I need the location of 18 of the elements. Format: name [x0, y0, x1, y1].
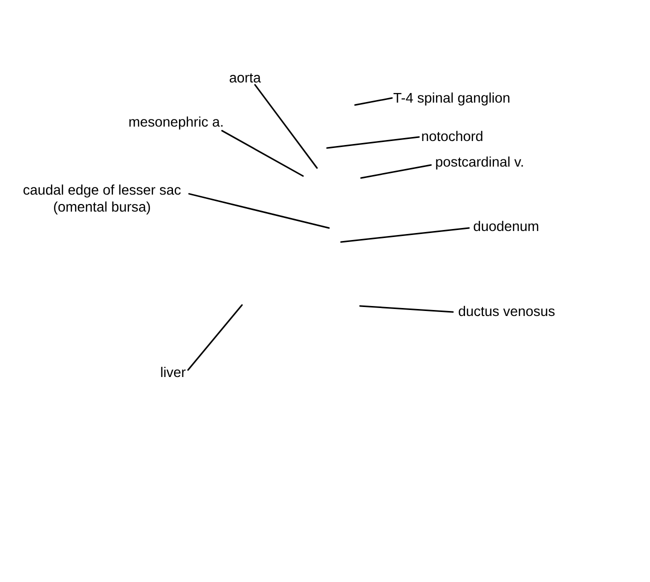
leader-line	[354, 97, 393, 106]
part-label: liver	[161, 366, 186, 378]
leader-line	[340, 227, 470, 243]
leader-line	[360, 164, 432, 179]
part-label: mesonephric a.	[129, 116, 222, 130]
leader-line	[187, 304, 243, 371]
part-label: postcardinal v.	[436, 156, 523, 170]
leader-line	[188, 193, 330, 229]
part-label: caudal edge of lesser sac (omental bursa)	[24, 184, 181, 214]
part-label: ductus venosus	[458, 306, 555, 316]
leader-line	[254, 84, 318, 169]
leader-line	[326, 136, 420, 149]
part-label: duodenum	[474, 220, 538, 232]
part-label: notochord	[422, 130, 482, 142]
part-label: T-4 spinal ganglion	[394, 92, 510, 106]
leader-line	[221, 130, 304, 177]
part-label: aorta	[230, 73, 261, 83]
leader-line	[359, 305, 454, 313]
